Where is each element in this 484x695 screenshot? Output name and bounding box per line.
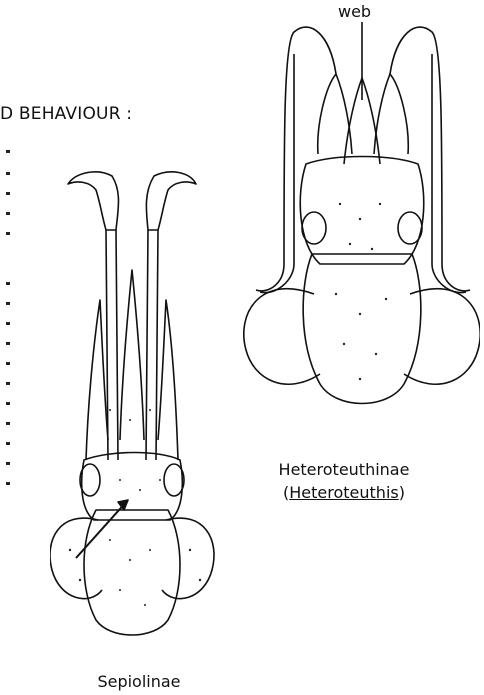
heteroteuthinae-caption-line2: (Heteroteuthis) [264,483,424,502]
right-fin [162,518,214,599]
right-tentacle-club [146,172,196,230]
sepiolinae-caption: Sepiolinae [84,672,194,691]
left-tentacle-club [68,172,119,230]
left-fin [50,518,102,599]
sepiolinae-illustration [50,160,250,660]
head [300,157,424,265]
mantle [303,254,421,404]
caption-close-paren: ) [399,483,405,502]
right-fin [404,289,480,385]
heteroteuthinae-illustration [240,14,480,424]
left-fin [244,289,320,385]
cropped-text-margin [0,0,30,520]
heteroteuthinae-caption-line1: Heteroteuthinae [264,460,424,479]
genus-name: Heteroteuthis [289,483,398,502]
mantle [84,510,180,635]
